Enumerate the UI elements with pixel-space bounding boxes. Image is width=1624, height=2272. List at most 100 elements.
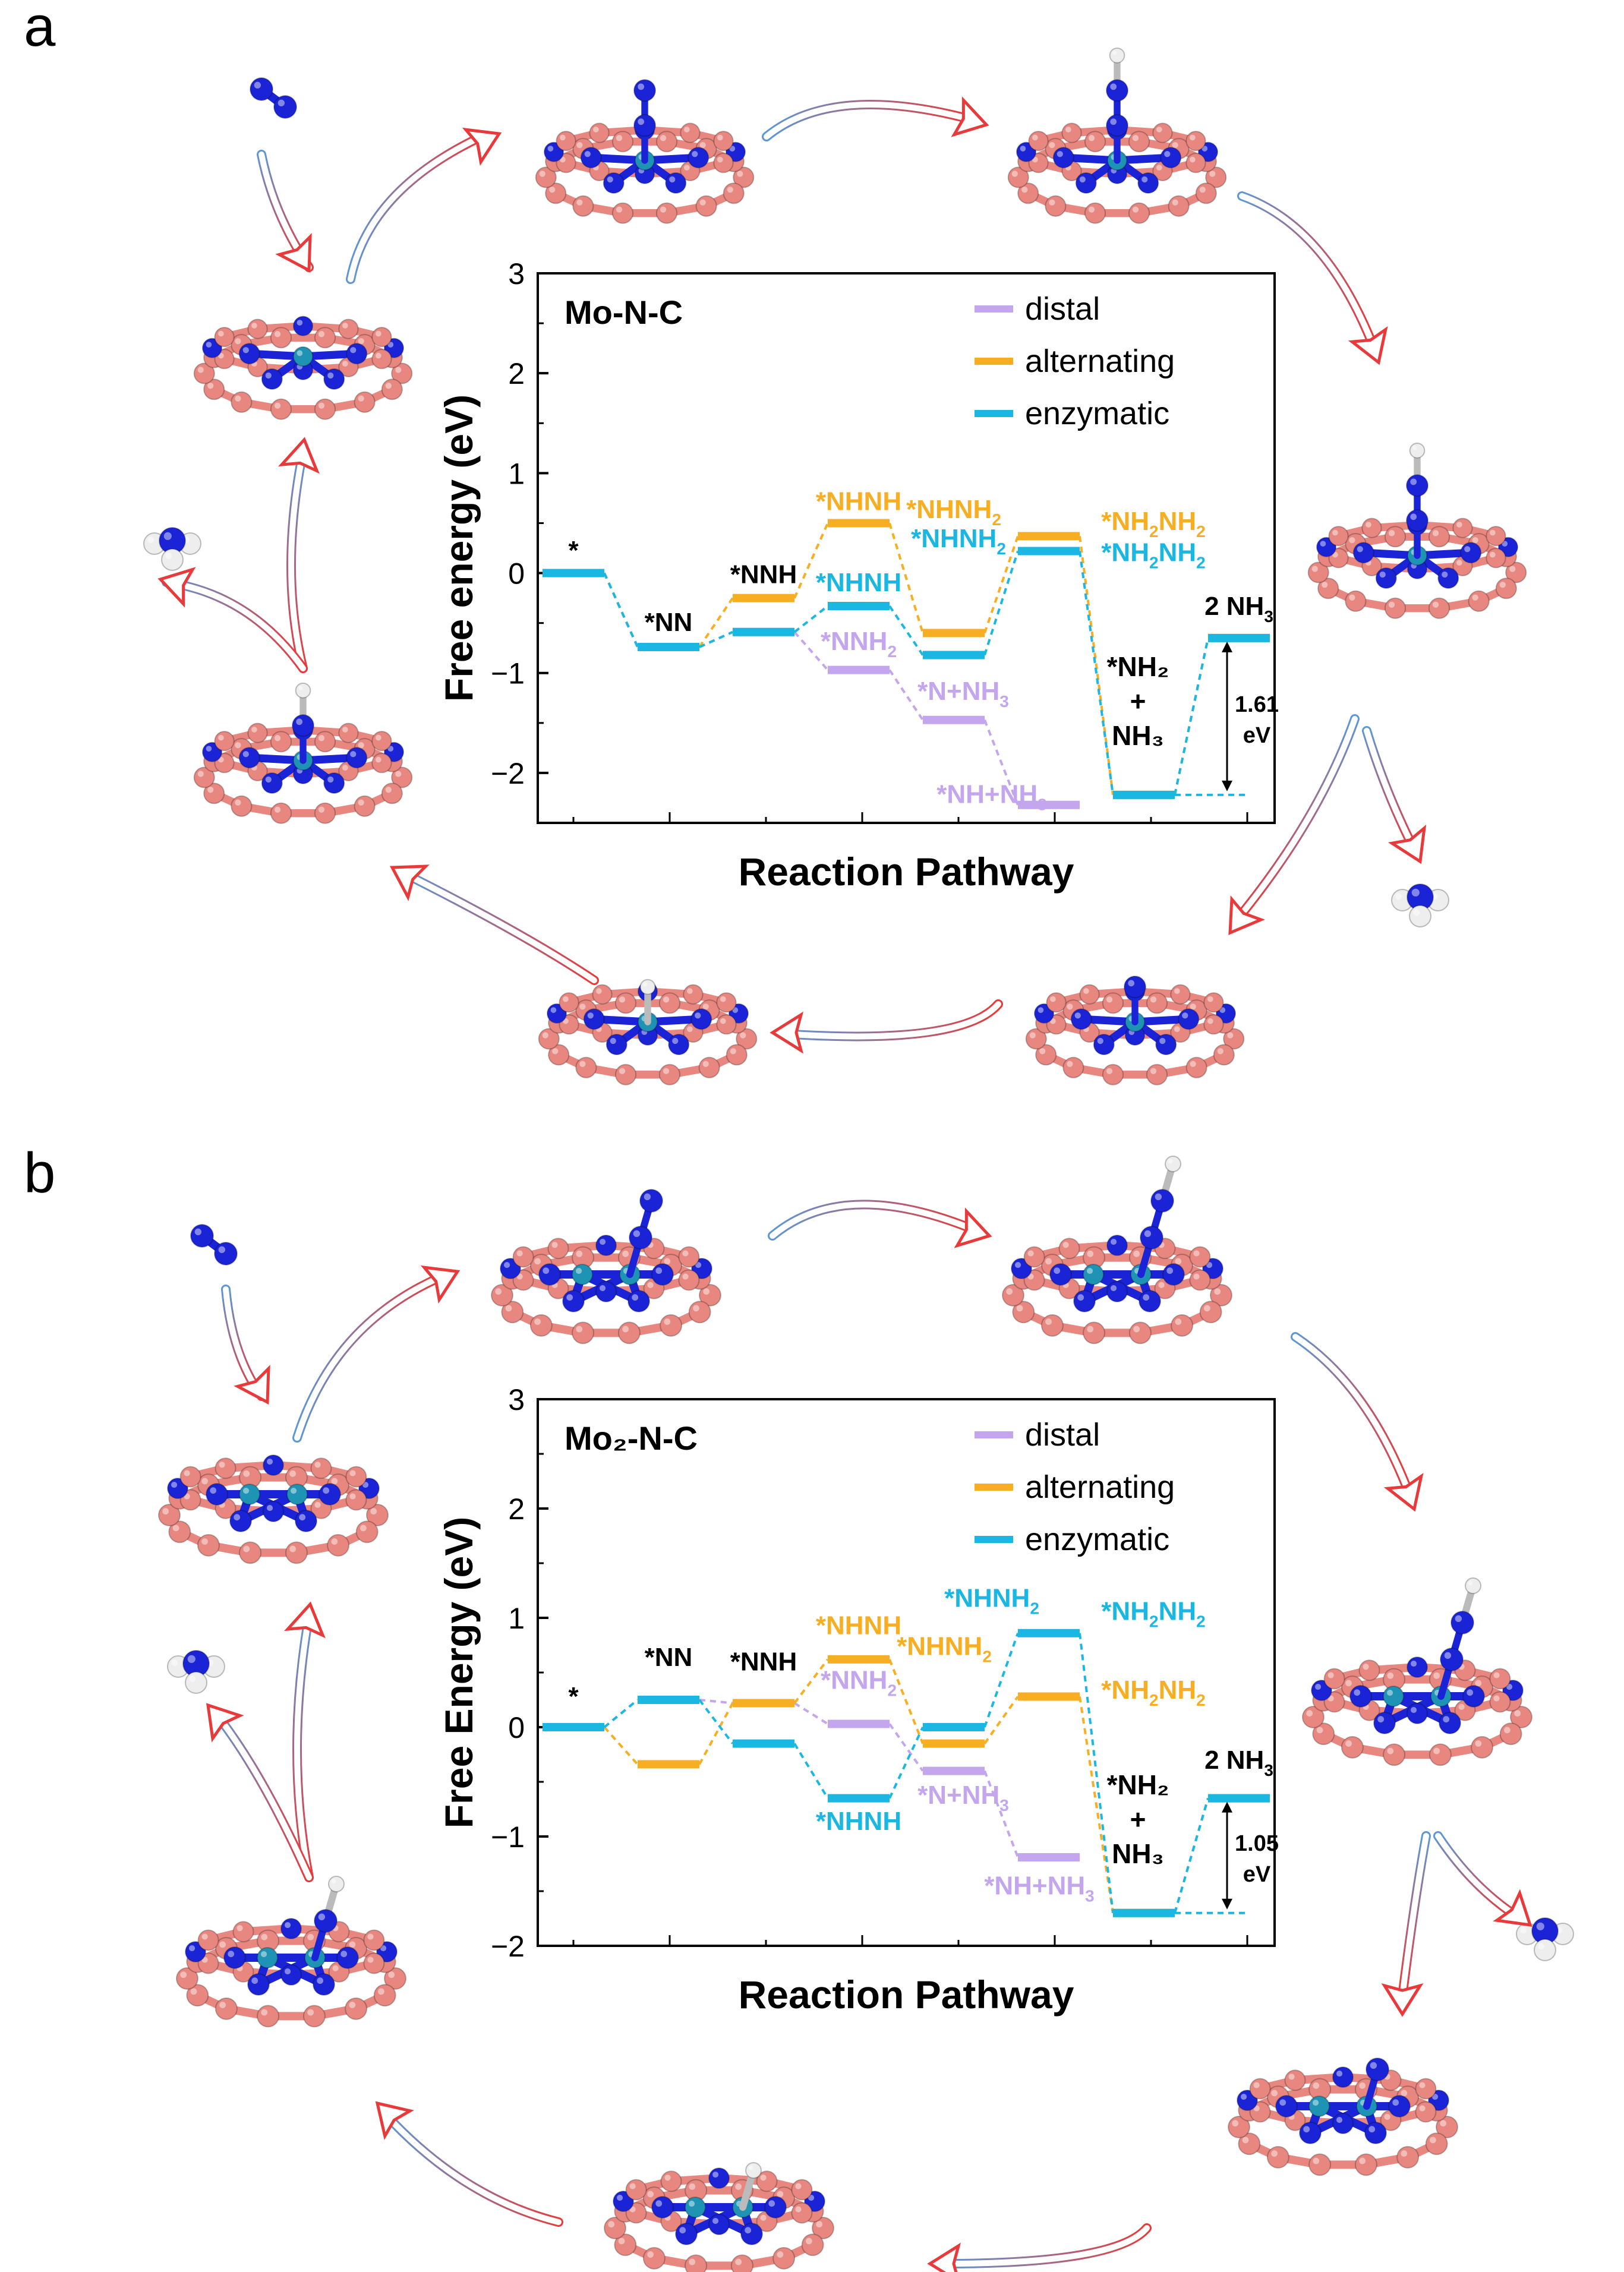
atom [1366, 2058, 1389, 2081]
atom [1249, 2101, 1271, 2123]
atom [614, 1064, 637, 1085]
atom [1388, 2095, 1411, 2118]
atom-highlight [395, 771, 402, 777]
atom [273, 95, 297, 119]
atom-highlight [184, 1470, 190, 1476]
atom-highlight [289, 1545, 297, 1552]
atom-highlight [323, 1487, 330, 1494]
atom-highlight [265, 372, 272, 379]
atom [302, 2005, 326, 2028]
atom-highlight [1410, 1660, 1417, 1667]
atom [1070, 1008, 1092, 1030]
atom-highlight [1088, 135, 1095, 141]
connector-alternating [793, 1658, 829, 1704]
atom [1046, 992, 1067, 1013]
atom [214, 753, 235, 774]
atom-highlight [377, 1988, 384, 1995]
atom-highlight [206, 746, 212, 752]
y-tick-label: 1 [508, 457, 525, 490]
atom-highlight [1410, 1706, 1417, 1714]
atom-highlight [318, 735, 325, 741]
intermediate-label: NH₃ [1112, 1838, 1164, 1869]
atom-highlight [1057, 151, 1063, 157]
atom-highlight [1206, 1261, 1213, 1268]
atom [691, 1258, 712, 1279]
atom-highlight [1444, 1652, 1452, 1659]
atom-highlight [207, 383, 214, 389]
atom-highlight [1401, 2090, 1408, 2097]
atom-highlight [184, 1493, 190, 1500]
atom [168, 1520, 191, 1544]
atom-highlight [375, 330, 381, 337]
y-axis-label: Free Energy (eV) [437, 1517, 481, 1829]
y-tick-label: −2 [491, 757, 525, 790]
arrow-a4-inner [1239, 193, 1376, 348]
atom-highlight [1110, 1285, 1117, 1292]
intermediate-label: * [568, 536, 579, 565]
atom-highlight [1032, 134, 1038, 141]
atom [1345, 590, 1367, 612]
atom-highlight [720, 1018, 726, 1024]
intermediate-label: *NN [645, 1643, 693, 1672]
arrow-a3-inner [764, 102, 972, 140]
atom [263, 1501, 284, 1522]
arrow-a2-inner [348, 134, 484, 282]
atom-highlight [1189, 156, 1196, 163]
atom-highlight [165, 553, 172, 560]
atom [1323, 1668, 1345, 1690]
atom [1312, 1722, 1335, 1746]
atom [1405, 509, 1429, 532]
atom [611, 202, 634, 224]
atom [201, 741, 223, 762]
arrowhead [157, 567, 196, 608]
atom [319, 1483, 341, 1506]
atom [625, 2179, 647, 2201]
atom-highlight [552, 1048, 559, 1055]
arrowhead [1493, 1889, 1532, 1927]
arrowhead [951, 96, 989, 137]
intermediate-label: *NH₂ [1107, 1769, 1169, 1800]
atom-highlight [194, 1228, 202, 1236]
atom-highlight [632, 1294, 639, 1301]
atom-highlight [266, 1504, 273, 1511]
atom [543, 141, 565, 162]
atom-highlight [549, 187, 556, 193]
arrow-a8-inner [401, 870, 597, 983]
atom [1510, 1706, 1532, 1728]
atom-highlight [1455, 1615, 1462, 1623]
atom-highlight [664, 2175, 671, 2181]
atom [197, 1952, 219, 1974]
atom [685, 2197, 706, 2218]
atom-highlight [289, 1470, 297, 1477]
atom [286, 1484, 308, 1505]
arrow-a9-inner [288, 449, 306, 671]
atom [201, 337, 223, 358]
atom [384, 1967, 406, 1990]
atom-highlight [172, 1525, 179, 1532]
atom-highlight [655, 2200, 663, 2207]
atom [247, 722, 268, 743]
atom-highlight [1366, 522, 1371, 528]
atom-highlight [664, 1318, 671, 1325]
atom-highlight [234, 1514, 241, 1521]
atom-highlight [587, 1012, 594, 1019]
atom [716, 1014, 737, 1035]
atom-highlight [1506, 1683, 1513, 1690]
connector-distal [888, 1723, 924, 1772]
atom [1425, 2132, 1448, 2156]
atom-highlight [180, 1971, 187, 1978]
atom [685, 2254, 708, 2272]
atom-highlight [358, 799, 364, 806]
atom [1316, 537, 1337, 557]
atom-highlight [358, 338, 364, 345]
atom-highlight [1489, 551, 1496, 558]
intermediate-label: *NNH [730, 560, 797, 589]
intermediate-label: *NH2NH2 [1101, 538, 1205, 572]
atom [791, 2179, 813, 2201]
atom [280, 1918, 302, 1939]
atom-highlight [1189, 134, 1196, 141]
atom [1354, 2153, 1377, 2176]
atom-highlight [1190, 1061, 1196, 1067]
y-axis-label: Free energy (eV) [437, 395, 481, 702]
plot-frame [537, 272, 1276, 824]
